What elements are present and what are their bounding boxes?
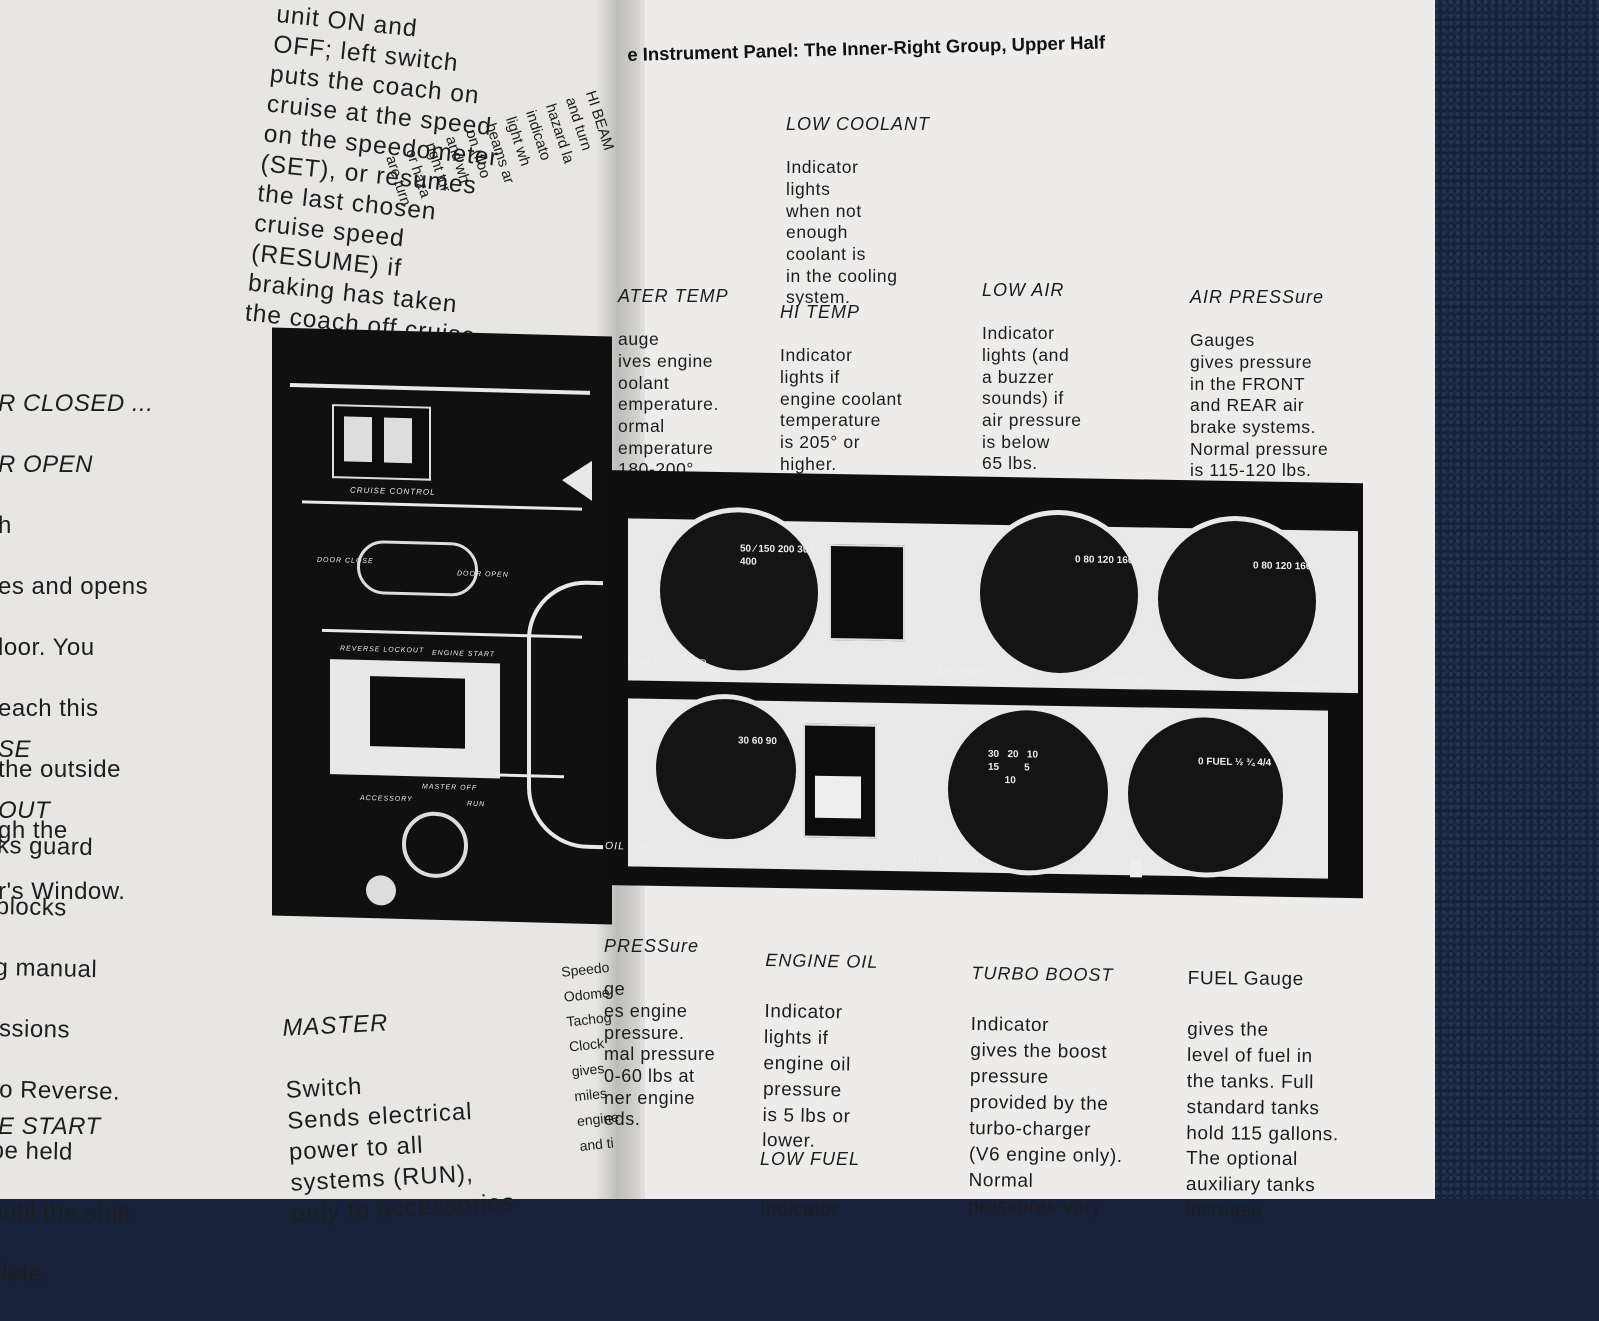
master-body: Switch Sends electrical power to all sys… — [284, 1072, 516, 1228]
air-press-label: AIR PRESS — [936, 665, 1002, 679]
turn-signal-arrow-icon — [562, 460, 592, 501]
air-pressure-heading: AIR PRESSure — [1190, 286, 1325, 307]
air-pressure-rear-gauge: 0 80 120 160 — [1153, 514, 1321, 686]
turbo-boost-label: TURBO BOOST — [893, 853, 981, 867]
water-temp-body: auge ives engine oolant emperature. orma… — [618, 329, 719, 480]
door-heading-open: R OPEN — [0, 450, 94, 478]
gauge-cluster-photo: 50 ⁄ 150 200 300 400 0 80 120 160 0 80 1… — [603, 470, 1363, 899]
door-line: gh the — [0, 816, 68, 844]
rear-label: REAR — [1288, 681, 1322, 695]
air-front-scale: 0 80 120 160 — [1075, 554, 1134, 567]
reverse-line: plete. — [0, 1258, 51, 1287]
front-label: FRONT — [1111, 673, 1153, 687]
air-pressure-front-gauge: 0 80 120 160 — [975, 508, 1143, 680]
door-heading-closed: R CLOSED ... — [0, 389, 154, 417]
reverse-lockout-guard — [330, 659, 500, 779]
reverse-line: ks guard — [0, 831, 94, 861]
low-fuel-section: LOW FUEL Indicator — [760, 1122, 860, 1247]
oil-pressure-section: PRESSure ge es engine pressure. mal pres… — [604, 914, 715, 1153]
accessory-label: ACCESSORY — [360, 794, 413, 804]
reverse-line: g manual — [0, 953, 98, 983]
hi-temp-section: HI TEMP Indicator lights if engine coola… — [780, 280, 902, 497]
low-coolant-heading: LOW COOLANT — [786, 113, 931, 134]
low-coolant-body: Indicator lights when not enough coolant… — [786, 157, 898, 308]
dash-left-panel-photo: CRUISE CONTROL DOOR CLOSE DOOR OPEN REVE… — [272, 327, 655, 925]
engine-start-label: ENGINE START — [432, 649, 496, 659]
reverse-heading-line: SE — [0, 735, 32, 763]
door-open-label: DOOR OPEN — [457, 570, 509, 579]
reverse-line: blocks — [0, 892, 68, 921]
fuel-scale: 0 FUEL ½ ¾ 4/4 — [1198, 756, 1272, 769]
reverse-lockout-label: REVERSE LOCKOUT — [340, 645, 425, 655]
turbo-boost-section: TURBO BOOST Indicator gives the boost pr… — [968, 934, 1126, 1248]
divider — [302, 500, 582, 511]
water-temp-scale: 50 ⁄ 150 200 300 400 — [740, 543, 814, 568]
fuel-gauge: 0 FUEL ½ ¾ 4/4 — [1123, 711, 1288, 879]
door-line: each this — [0, 694, 99, 722]
reverse-heading-line: OUT — [0, 796, 51, 824]
reverse-lockout-heading: SE OUT — [0, 704, 50, 857]
hi-temp-indicator — [829, 543, 905, 642]
door-close-label: DOOR CLOSE — [317, 556, 374, 566]
reverse-line: until the shift — [0, 1197, 132, 1228]
fuel-pump-icon — [1130, 859, 1142, 878]
oil-press-label: OIL PRESS — [605, 840, 670, 854]
door-switch-text: R CLOSED ... R OPEN h es and opens loor.… — [0, 358, 153, 938]
door-rocker-switch — [357, 539, 478, 597]
turbo-boost-heading: TURBO BOOST — [971, 962, 1114, 985]
low-air-section: LOW AIR Indicator lights (and a buzzer s… — [982, 258, 1082, 497]
reverse-line: issions — [0, 1014, 71, 1044]
turbo-boost-gauge: 30 20 10 15 5 10 — [943, 703, 1113, 877]
oil-pressure-gauge: 30 60 90 — [651, 692, 801, 846]
cruise-switch-left — [344, 416, 372, 463]
oil-pressure-heading: PRESSure — [604, 935, 700, 956]
door-line: the outside — [0, 755, 121, 783]
air-pressure-body: Gauges gives pressure in the FRONT and R… — [1190, 330, 1329, 481]
panel-knob — [366, 875, 396, 906]
door-line: r's Window. — [0, 877, 126, 905]
turbo-scale: 30 20 10 15 5 10 — [988, 748, 1039, 787]
cruise-control-label: CRUISE CONTROL — [350, 485, 436, 497]
oil-scale: 30 60 90 — [738, 735, 777, 748]
air-rear-scale: 0 80 120 160 — [1253, 560, 1312, 573]
water-temp-heading: ATER TEMP — [618, 285, 729, 306]
master-heading: MASTER — [281, 1009, 390, 1042]
engine-oil-indicator — [803, 723, 877, 839]
engine-oil-heading: ENGINE OIL — [765, 949, 879, 972]
reverse-line: to Reverse. — [0, 1075, 121, 1106]
run-label: RUN — [467, 800, 486, 809]
air-pressure-section: AIR PRESSure Gauges gives pressure in th… — [1190, 265, 1328, 504]
master-key-switch — [402, 810, 468, 879]
water-temp-gauge: 50 ⁄ 150 200 300 400 — [655, 505, 823, 677]
engine-start-heading: E START — [0, 1113, 101, 1140]
engine-start-button — [370, 676, 465, 749]
hi-temp-body: Indicator lights if engine coolant tempe… — [780, 345, 903, 474]
reverse-lockout-text: ks guard blocks g manual issions to Reve… — [0, 800, 140, 1321]
oil-pressure-body: ge es engine pressure. mal pressure 0-60… — [604, 979, 716, 1130]
low-fuel-heading: LOW FUEL — [760, 1149, 861, 1169]
water-temp-label: WATER TEMP — [628, 656, 708, 670]
door-line: loor. You — [0, 633, 95, 661]
fuel-gauge-section: FUEL Gauge gives the level of fuel in th… — [1185, 940, 1340, 1251]
cruise-control-switch — [332, 404, 431, 481]
fuel-gauge-heading: FUEL Gauge — [1187, 967, 1304, 990]
cruise-switch-right — [384, 417, 412, 464]
master-switch-section: MASTER Switch Sends electrical power to … — [280, 970, 517, 1260]
fuel-gauge-body: gives the level of fuel in the tanks. Fu… — [1185, 1019, 1339, 1222]
master-off-label: MASTER OFF — [422, 783, 478, 792]
turbo-boost-body: Indicator gives the boost pressure provi… — [968, 1013, 1123, 1219]
hi-temp-heading: HI TEMP — [780, 301, 861, 322]
door-line: es and opens — [0, 572, 149, 600]
low-coolant-section: LOW COOLANT Indicator lights when not en… — [786, 92, 930, 331]
divider — [290, 383, 590, 395]
low-air-heading: LOW AIR — [982, 279, 1065, 300]
low-fuel-body: Indicator — [760, 1199, 839, 1220]
water-temp-section: ATER TEMP auge ives engine oolant empera… — [618, 264, 729, 503]
door-line: h — [0, 511, 12, 539]
oil-indicator-window — [815, 775, 861, 819]
low-air-body: Indicator lights (and a buzzer sounds) i… — [982, 323, 1082, 474]
